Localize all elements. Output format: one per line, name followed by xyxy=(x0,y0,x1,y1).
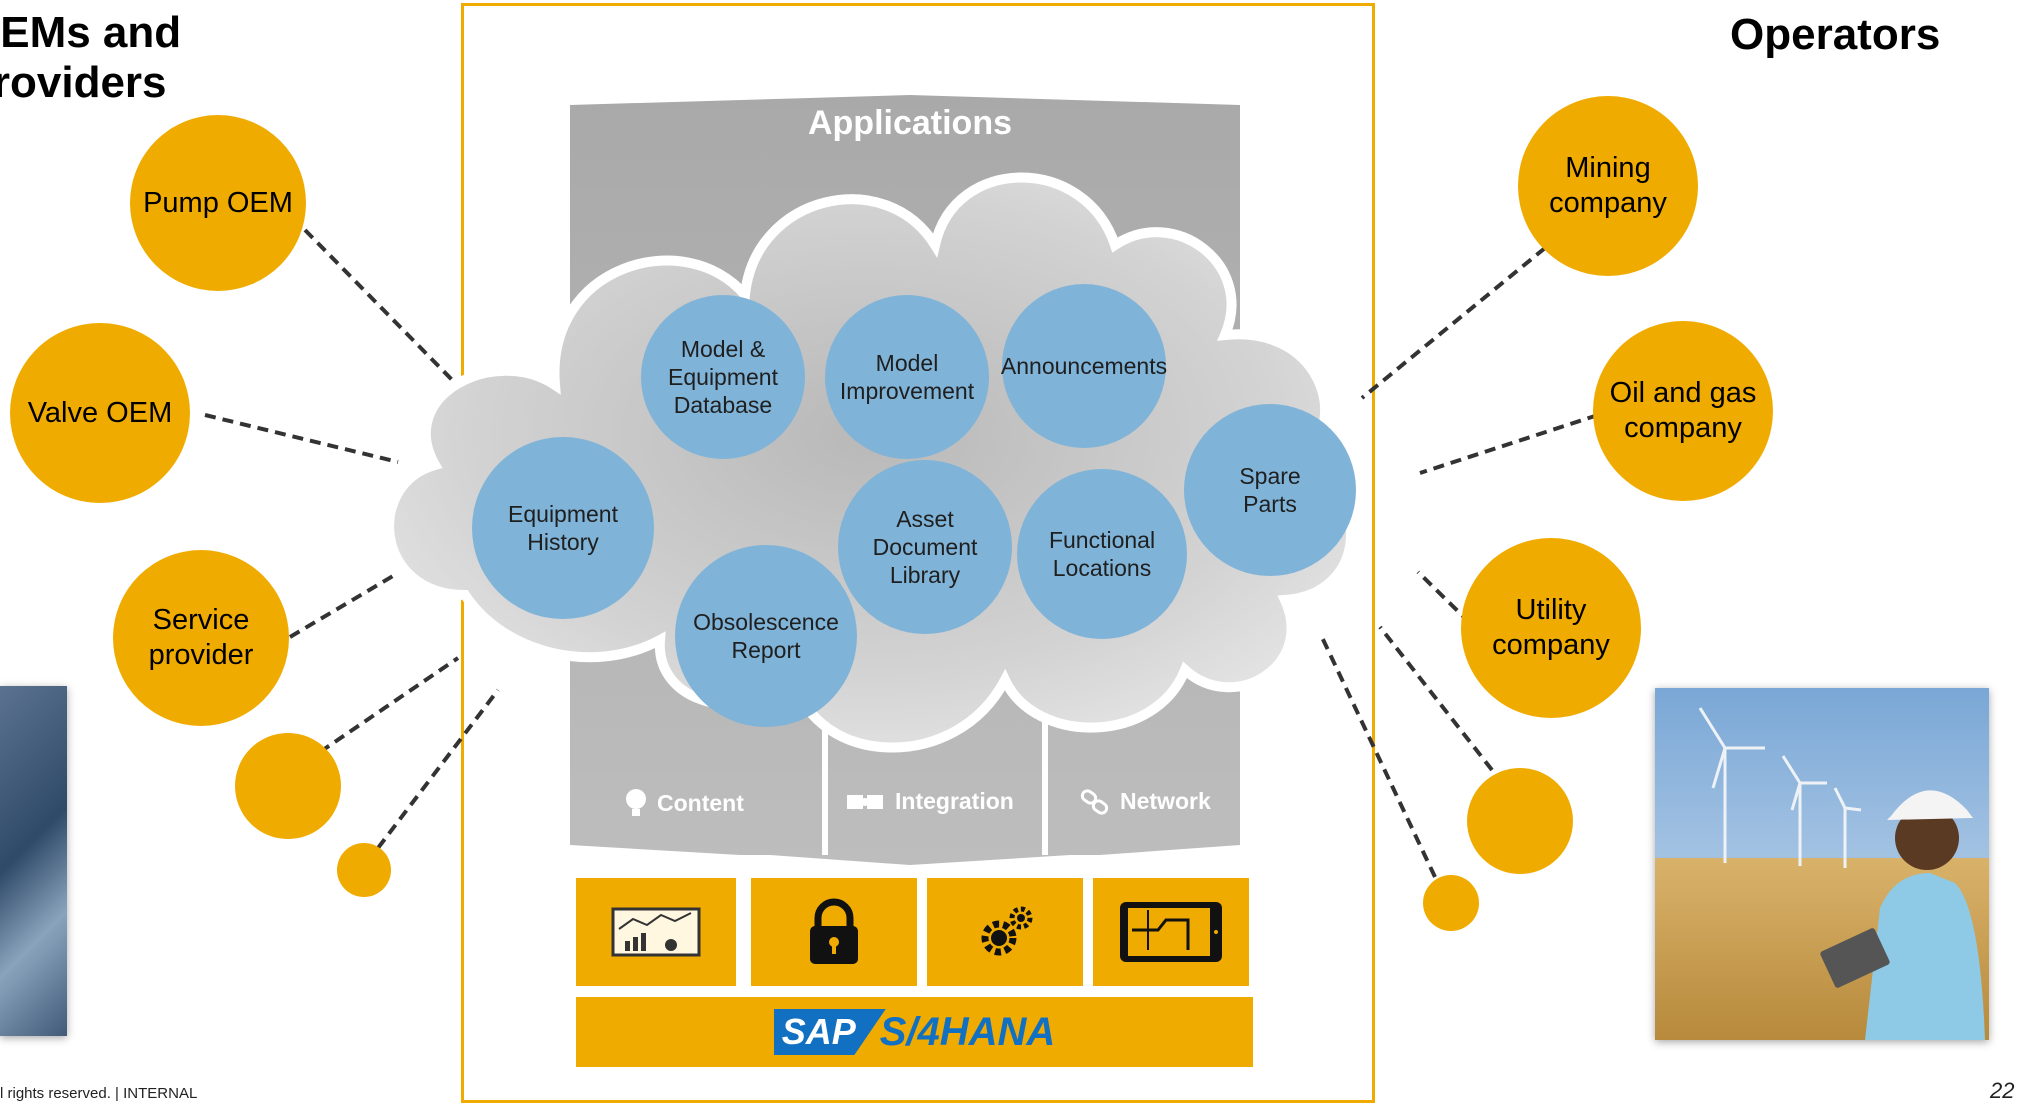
tile-mobile xyxy=(1093,878,1249,986)
mining-company-circle: Mining company xyxy=(1518,96,1698,276)
app-label: Model Improvement xyxy=(839,350,975,404)
layer-content: Content xyxy=(625,788,744,818)
layer-network: Network xyxy=(1080,788,1211,815)
valve-oem-circle: Valve OEM xyxy=(10,323,190,503)
operators-heading: Operators xyxy=(1730,10,1941,59)
app-obsolescence-report: Obsolescence Report xyxy=(675,545,857,727)
app-equipment-history: Equipment History xyxy=(472,437,654,619)
gears-icon xyxy=(981,906,1033,956)
wind-farm-worker-photo xyxy=(1655,688,1989,1040)
layer-network-label: Network xyxy=(1120,788,1211,814)
analytics-dashboard-icon xyxy=(611,907,701,957)
app-spare-parts: Spare Parts xyxy=(1184,404,1356,576)
technician-photo xyxy=(0,686,67,1036)
app-announcements: Announcements xyxy=(1000,284,1168,448)
app-asset-document-library: Asset Document Library xyxy=(838,460,1012,634)
layer-integration: Integration xyxy=(845,788,1014,815)
layer-content-label: Content xyxy=(657,789,744,816)
app-label: Functional Locations xyxy=(1048,527,1156,581)
lightbulb-icon xyxy=(626,789,646,816)
footer-copyright: l rights reserved. | INTERNAL xyxy=(0,1085,198,1102)
app-label: Asset Document Library xyxy=(872,506,978,588)
service-provider-circle: Service provider xyxy=(113,550,289,726)
tile-security xyxy=(751,878,917,986)
app-label: Equipment History xyxy=(508,501,618,555)
mining-company-label: Mining company xyxy=(1549,152,1667,219)
app-label: Announcements xyxy=(1000,353,1168,379)
app-model-equipment-database: Model & Equipment Database xyxy=(641,295,805,459)
lock-icon xyxy=(810,898,858,964)
utility-company-circle: Utility company xyxy=(1461,538,1641,718)
operator-circle-tiny xyxy=(1423,875,1479,931)
tile-configuration xyxy=(927,878,1083,986)
operator-circle-small xyxy=(1467,768,1573,874)
puzzle-icon xyxy=(847,794,883,809)
oil-gas-company-label: Oil and gas company xyxy=(1609,377,1757,444)
valve-oem-label: Valve OEM xyxy=(27,396,173,429)
app-label: Spare Parts xyxy=(1239,463,1301,517)
utility-company-label: Utility company xyxy=(1492,594,1610,661)
tablet-map-icon xyxy=(1120,902,1222,962)
pump-oem-circle: Pump OEM xyxy=(130,115,306,291)
applications-title: Applications xyxy=(807,104,1013,142)
service-provider-label: Service provider xyxy=(148,604,254,671)
app-model-improvement: Model Improvement xyxy=(825,295,989,459)
app-label: Model & Equipment Database xyxy=(668,336,778,418)
layer-integration-label: Integration xyxy=(895,788,1014,814)
partner-circle-small xyxy=(235,733,341,839)
tile-analytics xyxy=(576,878,736,986)
app-label: Obsolescence Report xyxy=(693,609,839,663)
pump-oem-label: Pump OEM xyxy=(143,186,293,219)
app-functional-locations: Functional Locations xyxy=(1017,469,1187,639)
oil-gas-company-circle: Oil and gas company xyxy=(1593,321,1773,501)
link-icon xyxy=(1080,788,1109,815)
s4hana-wordmark: S/4HANA xyxy=(879,1009,1056,1054)
partner-circle-tiny xyxy=(337,843,391,897)
sap-logo: SAP xyxy=(773,1009,886,1055)
sap-s4hana-logo: SAP S/4HANA xyxy=(773,1009,1056,1055)
page-number: 22 xyxy=(1990,1078,2015,1103)
oems-providers-heading: OEMs and providers xyxy=(0,8,182,107)
sap-s4hana-bar: SAP S/4HANA xyxy=(576,997,1253,1067)
